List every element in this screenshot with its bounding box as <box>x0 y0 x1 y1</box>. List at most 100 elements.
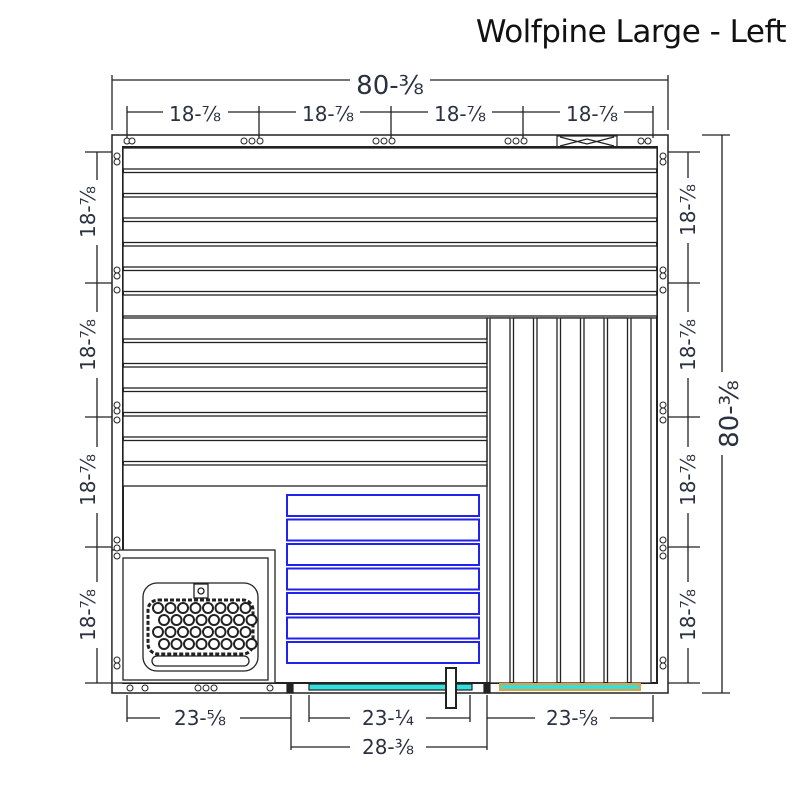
door-jamb <box>483 683 491 694</box>
heater-stone <box>152 626 164 638</box>
heater-stone <box>214 626 227 638</box>
heater-stone <box>202 602 214 614</box>
heater-stone <box>170 638 183 650</box>
bench-slat-highlighted <box>286 518 480 542</box>
heater-stone <box>208 638 220 650</box>
heater-stone <box>220 638 233 650</box>
heater-stone <box>214 602 227 614</box>
heater-stone <box>220 614 233 626</box>
heater-stone <box>233 638 245 650</box>
top-segment-4: 18-⅞ <box>566 102 618 126</box>
bolt <box>113 266 121 274</box>
bolt <box>113 152 121 160</box>
right-bench-slat <box>583 317 605 684</box>
bottom-right-label: 23-⅝ <box>546 706 598 730</box>
bolt <box>388 137 396 145</box>
bolt <box>659 544 667 552</box>
right-segment-4: 18-⅞ <box>676 589 700 641</box>
bolt <box>113 407 121 415</box>
heater-stone <box>158 638 170 650</box>
bolt <box>637 137 645 145</box>
bench-slat-highlighted <box>286 641 480 664</box>
upper-bench-slat <box>122 196 658 219</box>
lower-bench-slat <box>122 415 488 438</box>
right-bench-slat <box>489 317 511 684</box>
bolt <box>126 684 134 692</box>
overall-width-label: 80-⅜ <box>356 71 424 101</box>
door <box>286 667 641 709</box>
bolt <box>380 137 388 145</box>
bolt <box>113 656 121 664</box>
heater-stone <box>233 614 245 626</box>
right-bench-slat <box>606 317 629 684</box>
heater-stone <box>177 626 189 638</box>
top-segment-1: 18-⅞ <box>169 102 221 126</box>
heater-stone <box>183 638 195 650</box>
upper-bench-slat <box>122 147 658 170</box>
lower-bench-slat <box>122 464 488 487</box>
bolt <box>248 137 256 145</box>
lower-bench-slat <box>122 366 488 389</box>
bolt <box>141 684 149 692</box>
heater-stone <box>239 626 252 638</box>
door-glass <box>308 683 473 691</box>
heater-stone <box>158 614 170 626</box>
heater-stone <box>227 602 239 614</box>
bolt <box>659 158 667 166</box>
upper-bench-slat <box>122 269 658 293</box>
bolt <box>202 684 210 692</box>
bench-slat-highlighted <box>286 592 480 615</box>
heater-stone <box>164 602 177 614</box>
lower-bench-slat <box>122 439 488 463</box>
bolt <box>644 137 652 145</box>
bolt <box>372 137 380 145</box>
left-segment-2: 18-⅞ <box>76 319 100 371</box>
bolt <box>256 137 264 145</box>
bolt <box>520 137 528 145</box>
heater-stone <box>227 626 239 638</box>
lower-bench-slat <box>122 317 488 340</box>
right-segment-1: 18-⅞ <box>676 184 700 236</box>
overall-depth-label: 80-⅜ <box>715 380 745 448</box>
top-segment-3: 18-⅞ <box>434 102 486 126</box>
heater-stone <box>183 614 195 626</box>
bolt <box>659 416 667 424</box>
upper-bench-slat <box>122 245 658 268</box>
heater-stone <box>189 602 202 614</box>
right-bench-slat <box>559 317 582 684</box>
bolt <box>113 552 121 560</box>
bolt <box>504 137 512 145</box>
top-segment-2: 18-⅞ <box>302 102 354 126</box>
bolt <box>659 272 667 280</box>
bolt <box>113 544 121 552</box>
bolt <box>659 286 667 294</box>
bolt <box>113 416 121 424</box>
window-glass <box>499 683 641 691</box>
right-bench-slat <box>536 317 558 684</box>
bolt <box>659 407 667 415</box>
upper-bench-slat <box>122 171 658 195</box>
heater-stone <box>245 614 258 626</box>
bottom-door-label: 23-¼ <box>362 706 414 730</box>
heater-stone <box>195 638 208 650</box>
bolt <box>659 401 667 409</box>
bolt <box>512 137 520 145</box>
bolt <box>113 286 121 294</box>
bolt <box>128 137 136 145</box>
bottom-left-label: 23-⅝ <box>174 706 226 730</box>
bolt <box>113 662 121 670</box>
bolt <box>659 656 667 664</box>
vent <box>556 135 618 148</box>
heater-stone <box>189 626 202 638</box>
bench-slat-highlighted <box>286 494 480 517</box>
bolt <box>659 552 667 560</box>
heater-stone <box>164 626 177 638</box>
bolt <box>659 266 667 274</box>
bolt <box>659 152 667 160</box>
right-bench-slat <box>630 317 652 684</box>
left-segment-3: 18-⅞ <box>76 454 100 506</box>
bolt <box>194 684 202 692</box>
bolt <box>113 536 121 544</box>
diagram-title: Wolfpine Large - Left <box>475 14 787 50</box>
